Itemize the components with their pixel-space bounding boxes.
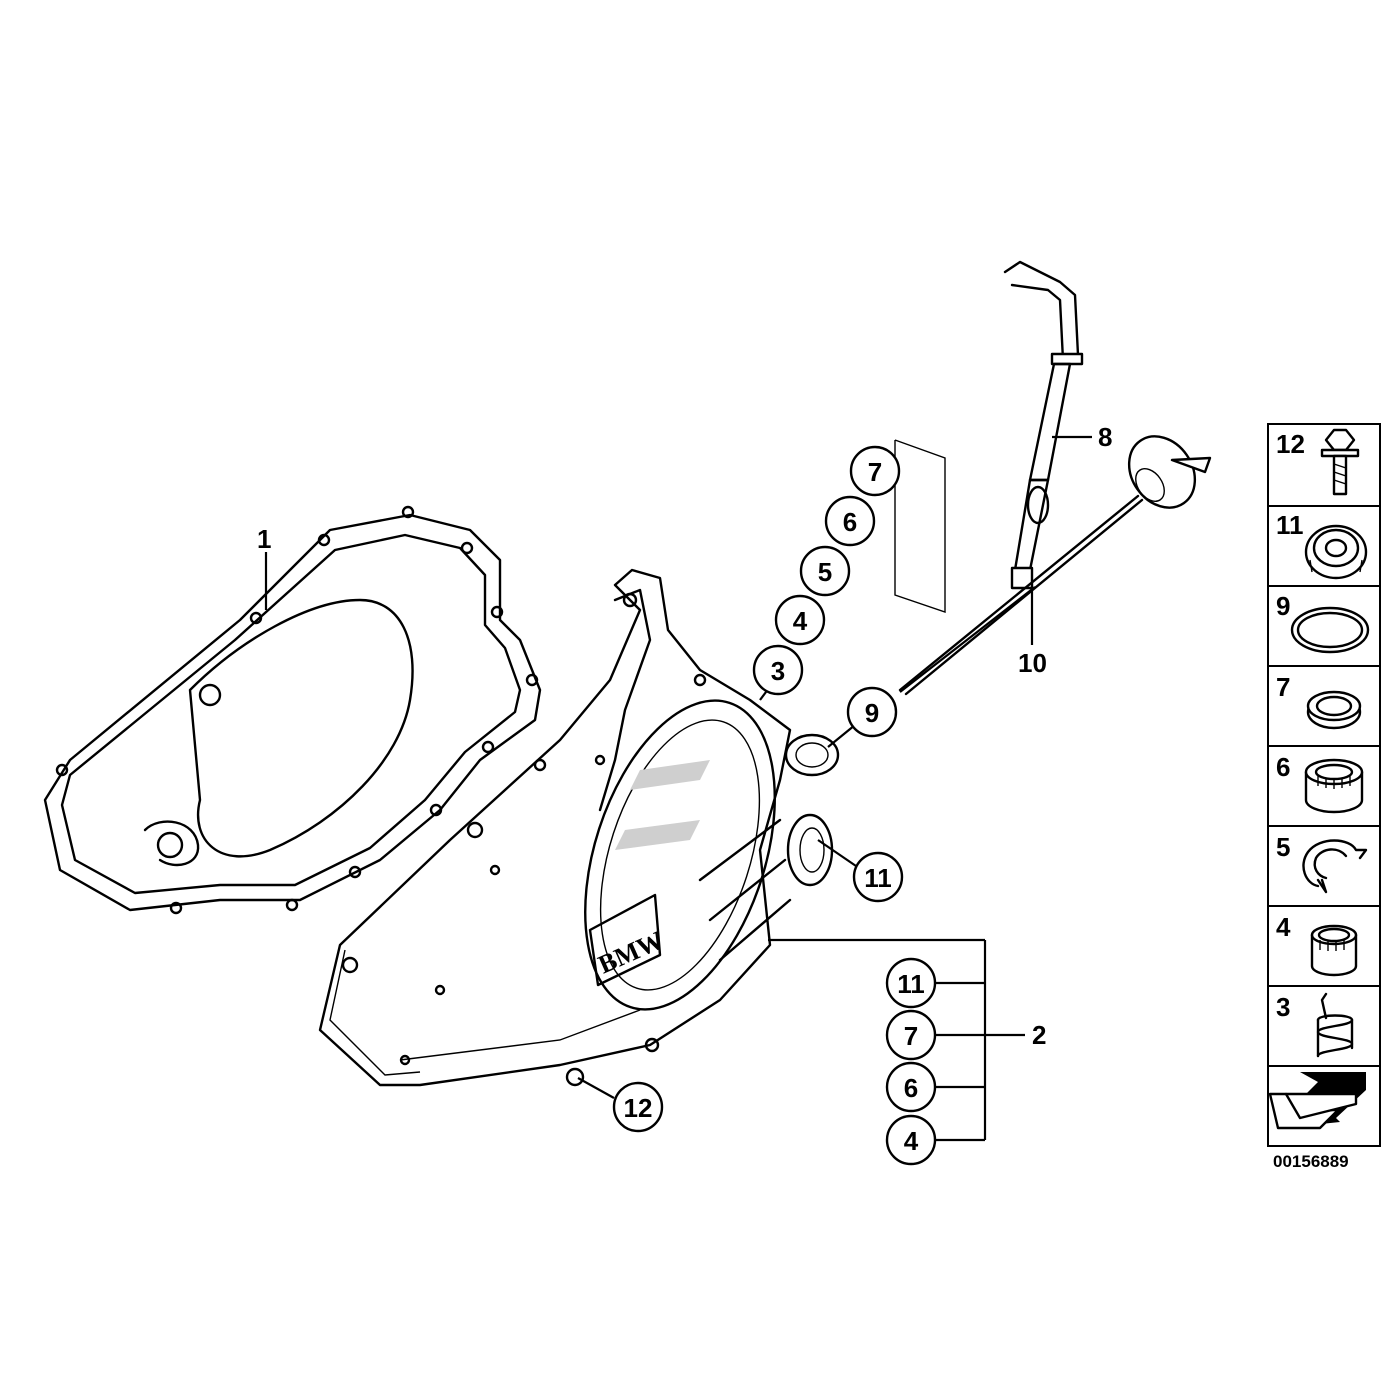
bolt-icon	[1320, 428, 1360, 496]
legend-item-9: 9	[1276, 591, 1370, 654]
gasket-drawing	[43, 505, 542, 915]
svg-text:11: 11	[1276, 510, 1304, 540]
callout-3-top: 3	[752, 644, 804, 696]
svg-text:7: 7	[904, 1021, 918, 1051]
svg-text:5: 5	[818, 557, 832, 587]
callout-1-label: 1	[257, 524, 271, 554]
svg-text:7: 7	[1276, 672, 1290, 702]
callout-12-bottom: 12	[612, 1081, 664, 1133]
svg-text:6: 6	[1276, 752, 1290, 782]
diagram-reference-number: 00156889	[1273, 1152, 1349, 1171]
callout-5-top: 5	[799, 545, 851, 597]
legend-item-12: 12	[1276, 428, 1360, 496]
leader-lines	[577, 435, 1092, 1142]
needle-bearing-icon	[1304, 758, 1364, 814]
svg-text:12: 12	[624, 1093, 653, 1123]
shaft-drawing	[1003, 260, 1084, 590]
svg-text:6: 6	[904, 1073, 918, 1103]
svg-text:9: 9	[865, 698, 879, 728]
shaft-seal-icon	[1306, 690, 1362, 730]
svg-text:6: 6	[843, 507, 857, 537]
svg-text:12: 12	[1276, 429, 1305, 459]
engine-cover-drawing: BMW	[318, 568, 840, 1087]
svg-text:11: 11	[864, 863, 892, 893]
callout-6-top: 6	[824, 495, 876, 547]
assembly-callout-7: 7	[885, 1009, 937, 1061]
legend-item-4: 4	[1276, 912, 1358, 977]
legend-item-7: 7	[1276, 672, 1362, 730]
svg-text:5: 5	[1276, 832, 1290, 862]
svg-text:4: 4	[1276, 912, 1291, 942]
assembly-callout-4: 4	[885, 1114, 937, 1166]
svg-text:BMW: BMW	[594, 925, 668, 979]
callout-7-top: 7	[849, 445, 901, 497]
dipstick-drawing	[898, 435, 1212, 696]
callout-9-top: 9	[846, 686, 898, 738]
legend-item-5: 5	[1276, 832, 1368, 894]
callout-8-label: 8	[1098, 422, 1112, 452]
svg-text:4: 4	[793, 606, 808, 636]
svg-text:3: 3	[771, 656, 785, 686]
svg-text:11: 11	[897, 969, 925, 999]
o-ring-icon	[1290, 606, 1370, 654]
legend-item-3: 3	[1276, 992, 1354, 1058]
callout-2-label: 2	[1032, 1020, 1046, 1050]
svg-text:7: 7	[868, 457, 882, 487]
ball-bearing-icon	[1304, 524, 1368, 580]
bushing-icon	[1310, 924, 1358, 977]
legend-item-6: 6	[1276, 752, 1364, 814]
legend-item-11: 11	[1276, 510, 1368, 580]
callout-4-top: 4	[774, 594, 826, 646]
assembly-callout-11: 11	[885, 957, 937, 1009]
svg-text:3: 3	[1276, 992, 1290, 1022]
next-page-arrow-icon[interactable]	[1268, 1072, 1366, 1130]
legend-panel: 12 11 9 7	[1267, 423, 1381, 1171]
torsion-spring-icon	[1316, 992, 1354, 1058]
circlip-icon	[1302, 839, 1368, 894]
svg-text:4: 4	[904, 1126, 919, 1156]
assembly-callout-6: 6	[885, 1061, 937, 1113]
svg-text:9: 9	[1276, 591, 1290, 621]
callout-10-label: 10	[1018, 648, 1047, 678]
callout-11-right: 11	[852, 851, 904, 903]
